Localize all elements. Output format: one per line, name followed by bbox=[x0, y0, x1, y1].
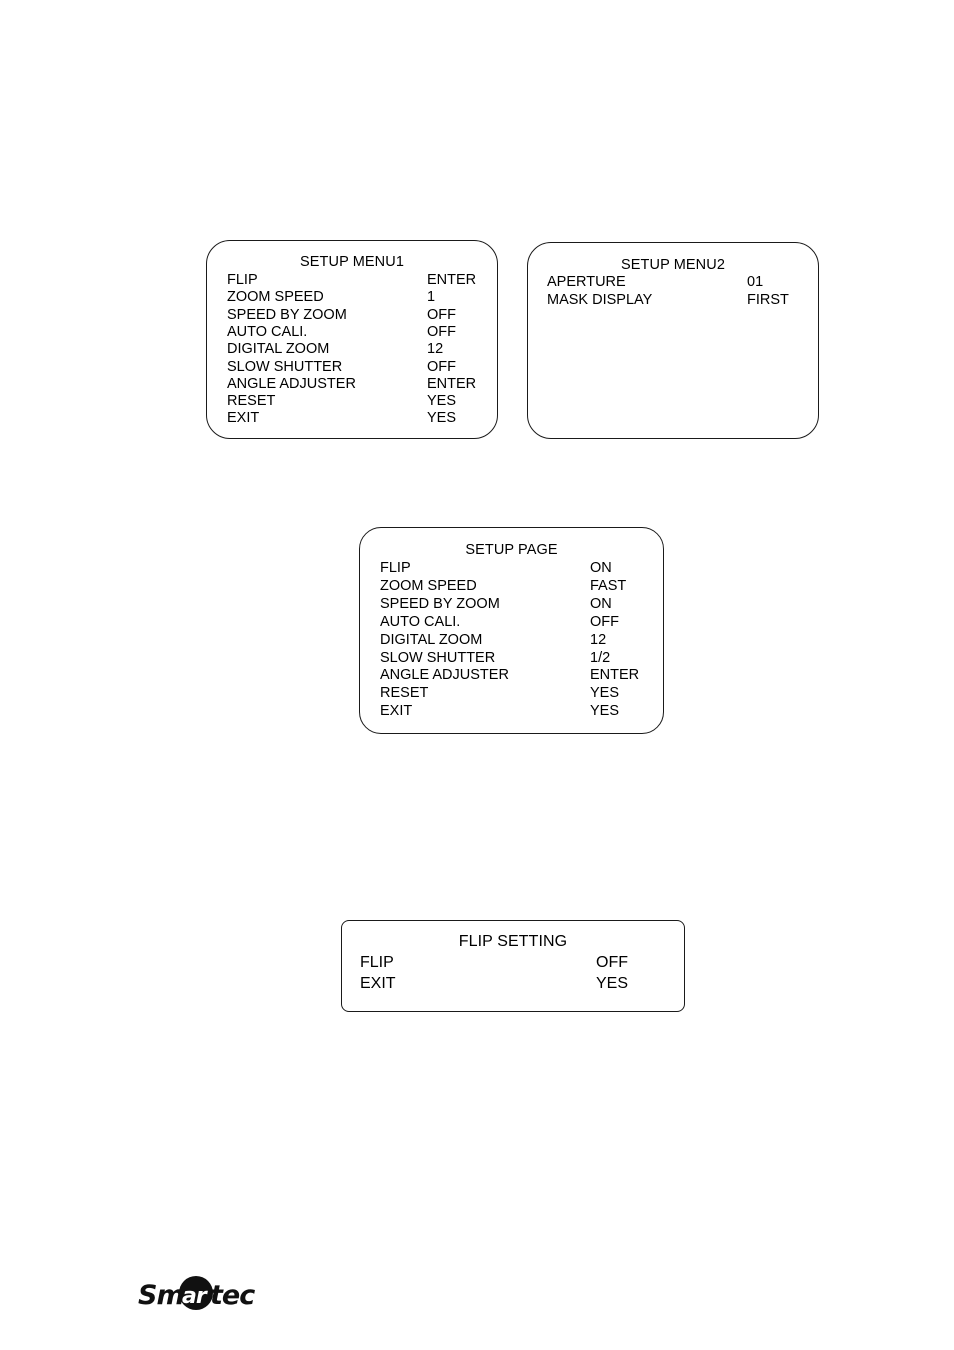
menu-row-value: FIRST bbox=[747, 291, 789, 308]
flip-setting-screen: FLIP SETTING FLIP OFF EXIT YES bbox=[341, 920, 685, 1012]
svg-text:ar: ar bbox=[182, 1284, 208, 1309]
menu-row-label: RESET bbox=[227, 393, 276, 410]
menu-row-label: DIGITAL ZOOM bbox=[227, 341, 330, 358]
menu-row-value: ENTER bbox=[427, 272, 477, 288]
menu-row-label: ANGLE ADJUSTER bbox=[380, 667, 509, 684]
menu-title: FLIP SETTING bbox=[458, 933, 568, 950]
menu-row-value: OFF bbox=[590, 613, 619, 630]
menu-title: SETUP MENU1 bbox=[300, 254, 404, 270]
smartec-logo: Sm ar tec bbox=[138, 1276, 256, 1311]
menu-row-label: AUTO CALI. bbox=[227, 323, 308, 340]
menu-row-label: SLOW SHUTTER bbox=[380, 649, 496, 666]
menu-row-label: FLIP bbox=[227, 272, 258, 288]
menu-row-value: ON bbox=[590, 560, 612, 576]
menu-row-label: SPEED BY ZOOM bbox=[227, 306, 347, 323]
menu-row-value: YES bbox=[590, 703, 620, 720]
menu-row-value: YES bbox=[427, 410, 457, 427]
menu-row-label: SPEED BY ZOOM bbox=[380, 595, 500, 612]
menu-row-value: YES bbox=[427, 393, 457, 410]
menu-title: SETUP PAGE bbox=[465, 542, 558, 558]
menu-row-label: FLIP bbox=[380, 560, 411, 576]
menu-row-value: ON bbox=[590, 595, 612, 612]
menu-row-label: FLIP bbox=[360, 954, 394, 971]
setup-page-screen: SETUP PAGE FLIP ON ZOOM SPEED FAST SPEED BY … bbox=[359, 527, 664, 734]
menu-row-value: 01 bbox=[747, 274, 764, 290]
menu-row-value: YES bbox=[590, 685, 620, 702]
menu-row-label: EXIT bbox=[360, 974, 396, 992]
menu-row-value: 12 bbox=[427, 341, 444, 358]
menu-row-value: ENTER bbox=[590, 667, 640, 684]
menu-row-value: 1/2 bbox=[590, 649, 611, 666]
menu-row-label: SLOW SHUTTER bbox=[227, 358, 343, 375]
menu-row-label: DIGITAL ZOOM bbox=[380, 631, 483, 648]
menu-row-value: FAST bbox=[590, 577, 627, 594]
menu-row-value: ENTER bbox=[427, 375, 477, 392]
menu-row-value: OFF bbox=[427, 358, 456, 375]
menu-row-value: OFF bbox=[596, 954, 628, 971]
menu-title: SETUP MENU2 bbox=[621, 257, 725, 273]
menu-row-label: ANGLE ADJUSTER bbox=[227, 375, 356, 392]
menu-row-label: EXIT bbox=[380, 703, 413, 720]
menu-row-label: MASK DISPLAY bbox=[547, 291, 653, 308]
menu-row-value: YES bbox=[596, 974, 629, 992]
menu-row-label: AUTO CALI. bbox=[380, 613, 461, 630]
menu-row-value: 1 bbox=[427, 289, 436, 306]
menu-row-value: OFF bbox=[427, 306, 456, 323]
menu-row-value: 12 bbox=[590, 631, 607, 648]
menu-row-label: EXIT bbox=[227, 410, 260, 427]
menu-row-label: ZOOM SPEED bbox=[227, 289, 324, 306]
menu-row-label: RESET bbox=[380, 685, 429, 702]
menu-row-label: APERTURE bbox=[547, 274, 626, 290]
menu-row-value: OFF bbox=[427, 323, 456, 340]
svg-text:Sm: Sm bbox=[138, 1280, 184, 1311]
menu-row-label: ZOOM SPEED bbox=[380, 577, 477, 594]
svg-text:tec: tec bbox=[210, 1280, 255, 1311]
